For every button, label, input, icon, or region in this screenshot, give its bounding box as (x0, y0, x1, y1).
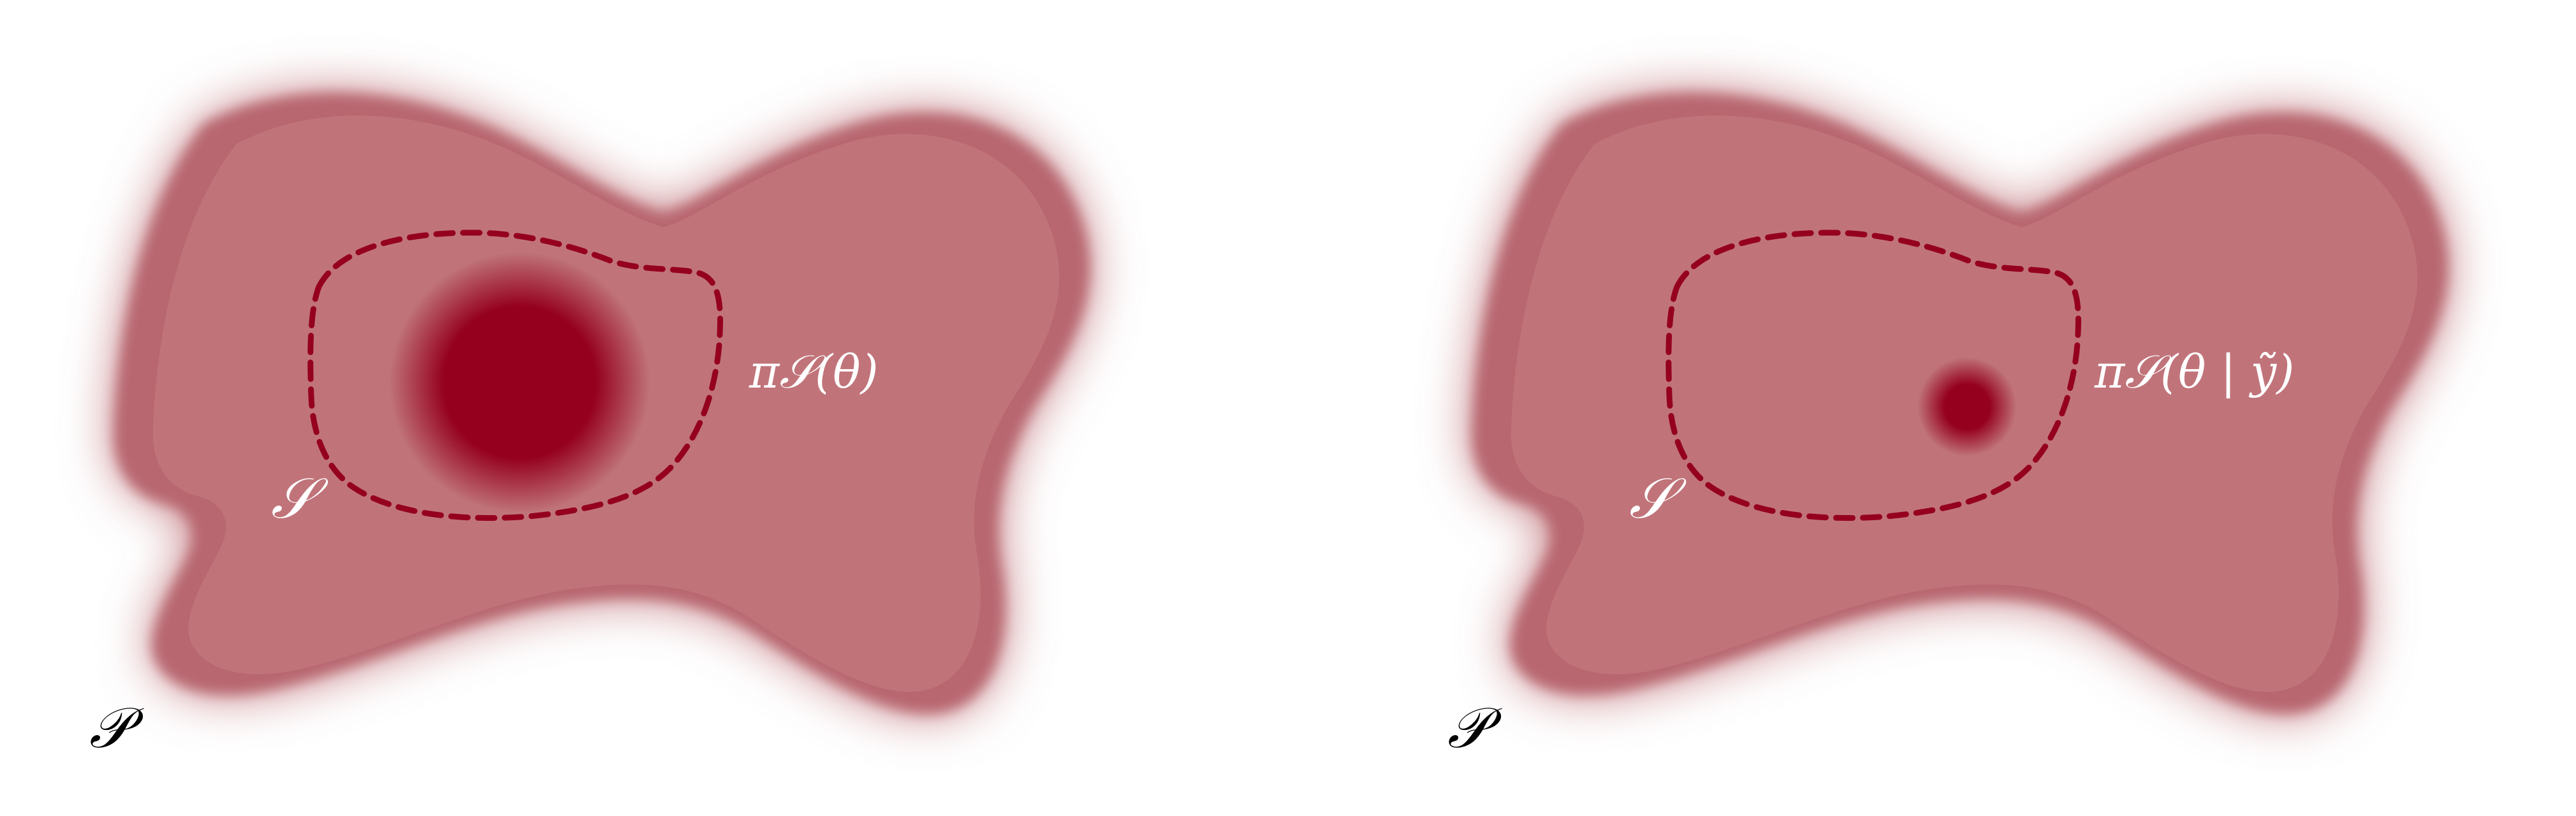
space-label: 𝒫 (89, 695, 144, 761)
panel-prior: 𝒮 π𝒮(θ) 𝒫 (89, 93, 1090, 761)
panel-posterior: 𝒮 π𝒮(θ | ỹ) 𝒫 (1447, 93, 2448, 761)
prior-density-blob (389, 252, 650, 513)
space-label: 𝒫 (1447, 695, 1502, 761)
posterior-density-blob (1917, 357, 2017, 456)
distribution-label: π𝒮(θ) (749, 345, 879, 398)
distribution-label: π𝒮(θ | ỹ) (2094, 345, 2294, 398)
